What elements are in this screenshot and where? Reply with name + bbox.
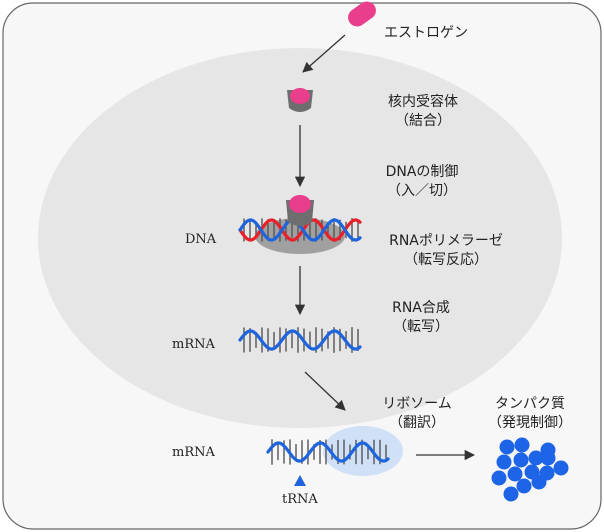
label-dna-control-line2: （入／切） bbox=[387, 183, 457, 199]
protein-dot-14 bbox=[540, 450, 556, 466]
mrna2-backbone bbox=[266, 441, 390, 463]
mrna-strand-cytoplasm bbox=[266, 439, 390, 465]
protein-dot-1 bbox=[514, 437, 530, 453]
label-trna: tRNA bbox=[282, 492, 318, 507]
arrow-estrogen-to-receptor bbox=[302, 34, 346, 73]
label-dna-control-line1: DNAの制御 bbox=[385, 164, 459, 180]
label-polymerase: RNAポリメラーゼ （転写反応） bbox=[376, 232, 516, 270]
label-receptor-line2: （結合） bbox=[395, 113, 451, 129]
protein-dot-9 bbox=[553, 460, 569, 476]
label-dna-control: DNAの制御 （入／切） bbox=[377, 163, 467, 201]
label-mrna-1: mRNA bbox=[172, 337, 215, 352]
protein-cluster bbox=[491, 437, 569, 502]
protein-dot-10 bbox=[491, 470, 507, 486]
label-protein: タンパク質 （発現制御） bbox=[480, 395, 580, 433]
receptor-ligand-complex bbox=[287, 88, 313, 112]
label-mrna-2: mRNA bbox=[172, 445, 215, 460]
label-ribosome-line2: （翻訳） bbox=[389, 415, 445, 431]
mrna-strand-nucleus bbox=[238, 327, 362, 353]
trna-marker bbox=[294, 475, 306, 486]
protein-dot-12 bbox=[531, 474, 547, 490]
label-rna-synthesis: RNA合成 （転写） bbox=[376, 299, 466, 337]
arrow-mrna-to-ribosome bbox=[304, 371, 346, 411]
protein-dot-6 bbox=[507, 466, 523, 482]
protein-dot-11 bbox=[516, 478, 532, 494]
label-estrogen: エストロゲン bbox=[384, 25, 468, 41]
mrna1-backbone bbox=[238, 329, 362, 351]
label-protein-line1: タンパク質 bbox=[495, 396, 565, 412]
protein-dot-3 bbox=[513, 452, 529, 468]
label-receptor: 核内受容体 （結合） bbox=[378, 93, 468, 131]
label-polymerase-line2: （転写反応） bbox=[404, 252, 488, 268]
label-ribosome: リボソーム （翻訳） bbox=[372, 395, 462, 433]
label-rna-synthesis-line2: （転写） bbox=[393, 319, 449, 335]
label-ribosome-line1: リボソーム bbox=[382, 396, 452, 412]
ribosome bbox=[323, 426, 403, 476]
label-receptor-line1: 核内受容体 bbox=[388, 94, 458, 110]
protein-dot-13 bbox=[503, 486, 519, 502]
protein-dot-2 bbox=[496, 454, 512, 470]
label-rna-synthesis-line1: RNA合成 bbox=[392, 300, 450, 316]
label-protein-line2: （発現制御） bbox=[488, 415, 572, 431]
protein-dot-0 bbox=[499, 439, 515, 455]
receptor-bound-on-dna bbox=[286, 195, 314, 226]
protein-dot-4 bbox=[528, 450, 544, 466]
estrogen-molecule bbox=[348, 1, 376, 27]
label-dna: DNA bbox=[185, 232, 217, 247]
label-polymerase-line1: RNAポリメラーゼ bbox=[389, 233, 503, 249]
dna-red-strand bbox=[238, 218, 362, 242]
